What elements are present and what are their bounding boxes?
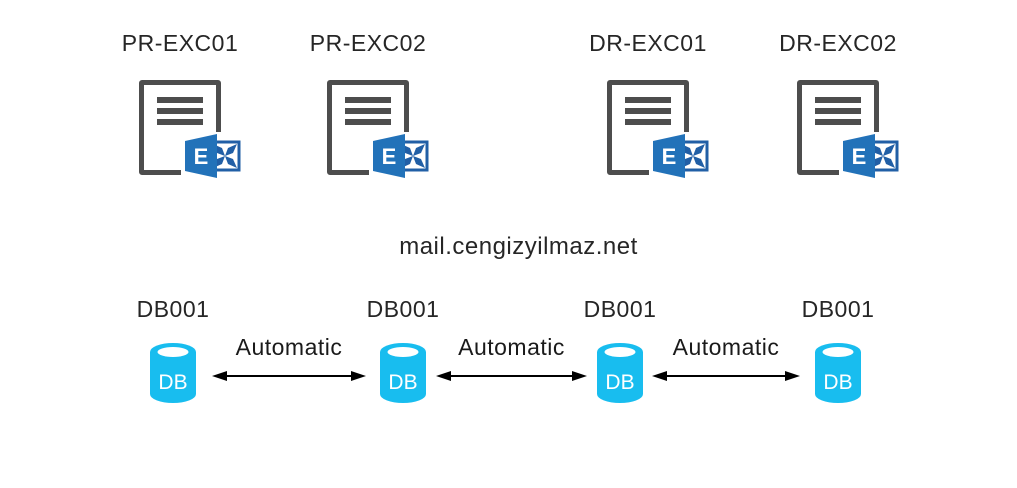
server-icon: E: [797, 80, 899, 180]
exchange-letter: E: [194, 144, 209, 169]
document-icon: [797, 80, 879, 175]
database-label: DB001: [136, 296, 210, 322]
database-cylinder-icon: DB: [150, 343, 196, 403]
server-group-dr-exc02: DR-EXC02 E: [768, 28, 908, 180]
db-cylinder-text: DB: [605, 371, 634, 394]
db-cylinder-text: DB: [388, 371, 417, 394]
exchange-letter: E: [382, 144, 397, 169]
exchange-e-panel: [653, 134, 685, 178]
double-arrow-icon: [436, 371, 587, 381]
exchange-letter: E: [662, 144, 677, 169]
document-lines: [332, 97, 404, 125]
database-label: DB001: [583, 296, 657, 322]
database-group-2: DB001 DB: [353, 294, 453, 404]
replication-link-2: Automatic: [434, 333, 589, 385]
exchange-logo-icon: E: [369, 132, 429, 180]
database-label: DB001: [366, 296, 440, 322]
replication-link-1: Automatic: [210, 333, 368, 385]
database-cylinder-icon: DB: [380, 343, 426, 403]
server-group-pr-exc01: PR-EXC01 E: [110, 28, 250, 180]
db-cylinder-text: DB: [158, 371, 187, 394]
document-lines: [802, 97, 874, 125]
database-cylinder-icon: DB: [815, 343, 861, 403]
server-label: DR-EXC02: [779, 30, 897, 56]
server-icon: E: [327, 80, 429, 180]
db-cylinder-text: DB: [823, 371, 852, 394]
database-group-1: DB001 DB: [123, 294, 223, 404]
server-label: PR-EXC01: [121, 30, 239, 56]
exchange-logo-icon: E: [649, 132, 709, 180]
replication-link-3: Automatic: [650, 333, 802, 385]
server-group-pr-exc02: PR-EXC02 E: [298, 28, 438, 180]
double-arrow-icon: [652, 371, 800, 381]
database-label: DB001: [801, 296, 875, 322]
replication-label: Automatic: [235, 334, 343, 360]
double-arrow-icon: [212, 371, 366, 381]
document-lines: [612, 97, 684, 125]
document-icon: [139, 80, 221, 175]
database-group-4: DB001 DB: [788, 294, 888, 404]
exchange-e-panel: [185, 134, 217, 178]
replication-label: Automatic: [672, 334, 780, 360]
exchange-e-panel: [373, 134, 405, 178]
database-cylinder-icon: DB: [597, 343, 643, 403]
server-icon: E: [607, 80, 709, 180]
exchange-letter: E: [852, 144, 867, 169]
server-icon: E: [139, 80, 241, 180]
replication-label: Automatic: [458, 334, 565, 360]
document-lines: [144, 97, 216, 125]
namespace-label: mail.cengizyilmaz.net: [399, 233, 638, 260]
server-group-dr-exc01: DR-EXC01 E: [578, 28, 718, 180]
server-label: PR-EXC02: [309, 30, 427, 56]
exchange-logo-icon: E: [839, 132, 899, 180]
database-group-3: DB001 DB: [570, 294, 670, 404]
server-label: DR-EXC01: [589, 30, 707, 56]
exchange-e-panel: [843, 134, 875, 178]
exchange-logo-icon: E: [181, 132, 241, 180]
